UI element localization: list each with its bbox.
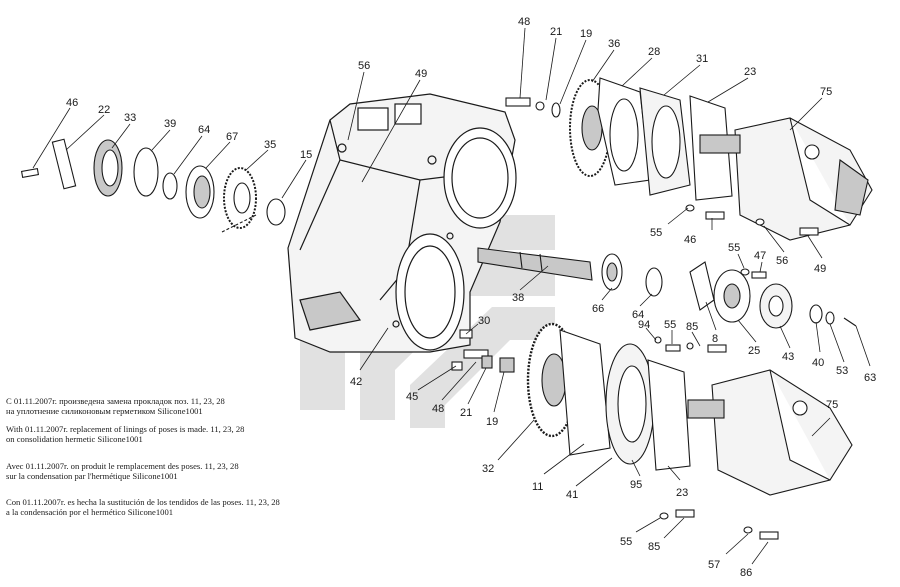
leader-lines	[32, 27, 871, 565]
callout-label: 55	[620, 536, 632, 548]
callout-label: 11	[532, 481, 543, 493]
callout-label: 36	[608, 38, 620, 50]
motor-part-75b	[711, 369, 853, 496]
callout-label: 23	[676, 487, 688, 499]
callout-label: 43	[782, 351, 794, 363]
callout-label: 48	[432, 403, 444, 415]
note-spanish: Con 01.11.2007r. es hecha la sustitución…	[6, 497, 280, 517]
note-russian: С 01.11.2007г. произведена замена прокла…	[6, 396, 225, 416]
callout-label: 48	[518, 16, 530, 28]
callout-label: 46	[66, 97, 78, 109]
callout-label: 46	[684, 234, 696, 246]
callout-label: 32	[482, 463, 494, 475]
ring-part-15	[266, 198, 286, 226]
callout-label: 25	[748, 345, 760, 357]
callout-label: 28	[648, 46, 660, 58]
gasket-part-95	[647, 359, 691, 471]
callout-label: 47	[754, 250, 766, 262]
note-line: on consolidation hermetic Silicone1001	[6, 434, 143, 444]
callout-label: 75	[820, 86, 832, 98]
callout-label: 56	[358, 60, 370, 72]
callout-label: 57	[708, 559, 720, 571]
nut-part-53	[825, 311, 835, 325]
callout-numbers: 46 22 33 39 64 67 35 15 56 49 48 21 19 3…	[66, 16, 876, 579]
middle-shaft-parts	[477, 247, 857, 329]
callout-label: 49	[814, 263, 826, 275]
callout-label: 63	[864, 372, 876, 384]
left-shaft-parts	[20, 138, 286, 233]
callout-label: 55	[650, 227, 662, 239]
shaft-part-38	[477, 247, 593, 281]
callout-label: 64	[198, 124, 210, 136]
callout-label: 75	[826, 399, 838, 411]
note-line: С 01.11.2007г. произведена замена прокла…	[6, 396, 225, 406]
callout-label: 21	[460, 407, 472, 419]
ring-part-64b	[645, 267, 663, 297]
callout-label: 21	[550, 26, 562, 38]
note-english: With 01.11.2007r. replacement of linings…	[6, 424, 244, 444]
callout-label: 42	[350, 376, 362, 388]
note-line: With 01.11.2007r. replacement of linings…	[6, 424, 245, 434]
callout-label: 22	[98, 104, 110, 116]
callout-label: 19	[486, 416, 498, 428]
flange-part-11	[559, 329, 611, 456]
note-line: на уплотнение силиконовым герметиком Sil…	[6, 406, 203, 416]
callout-label: 85	[686, 321, 698, 333]
note-line: a la condensación por el hermético Silic…	[6, 507, 174, 517]
callout-label: 33	[124, 112, 136, 124]
callout-label: 53	[836, 365, 848, 377]
plate-part-22	[51, 138, 77, 190]
pin-part-63	[843, 317, 857, 327]
note-line: Avec 01.11.2007r. on produit le remplace…	[6, 461, 239, 471]
callout-label: 66	[592, 303, 604, 315]
gearbox-housing	[287, 93, 517, 353]
callout-label: 67	[226, 131, 238, 143]
callout-label: 23	[744, 66, 756, 78]
callout-label: 45	[406, 391, 418, 403]
callout-label: 30	[478, 315, 490, 327]
bolt-part-48	[505, 97, 531, 107]
callout-label: 56	[776, 255, 788, 267]
callout-label: 40	[812, 357, 824, 369]
callout-label: 31	[696, 53, 708, 65]
callout-label: 39	[164, 118, 176, 130]
callout-label: 86	[740, 567, 752, 579]
callout-label: 95	[630, 479, 642, 491]
plate-part-8	[689, 261, 715, 311]
note-line: sur la condensation par l'hermétique Sil…	[6, 471, 178, 481]
callout-label: 85	[648, 541, 660, 553]
callout-label: 38	[512, 292, 524, 304]
callout-label: 15	[300, 149, 312, 161]
callout-label: 49	[415, 68, 427, 80]
gasket-part-39	[133, 147, 159, 197]
ring-part-64	[162, 172, 178, 200]
callout-label: 41	[566, 489, 578, 501]
callout-label: 64	[632, 309, 644, 321]
callout-label: 19	[580, 28, 592, 40]
note-french: Avec 01.11.2007r. on produit le remplace…	[6, 461, 239, 481]
upper-right-parts	[505, 77, 873, 241]
callout-label: 55	[664, 319, 676, 331]
lower-parts	[451, 322, 853, 540]
callout-label: 94	[638, 319, 650, 331]
callout-label: 8	[712, 333, 718, 345]
callout-label: 55	[728, 242, 740, 254]
callout-label: 35	[264, 139, 276, 151]
washer-part-40	[809, 304, 823, 324]
bolt-part-46	[20, 168, 40, 178]
note-line: Con 01.11.2007r. es hecha la sustitución…	[6, 497, 280, 507]
